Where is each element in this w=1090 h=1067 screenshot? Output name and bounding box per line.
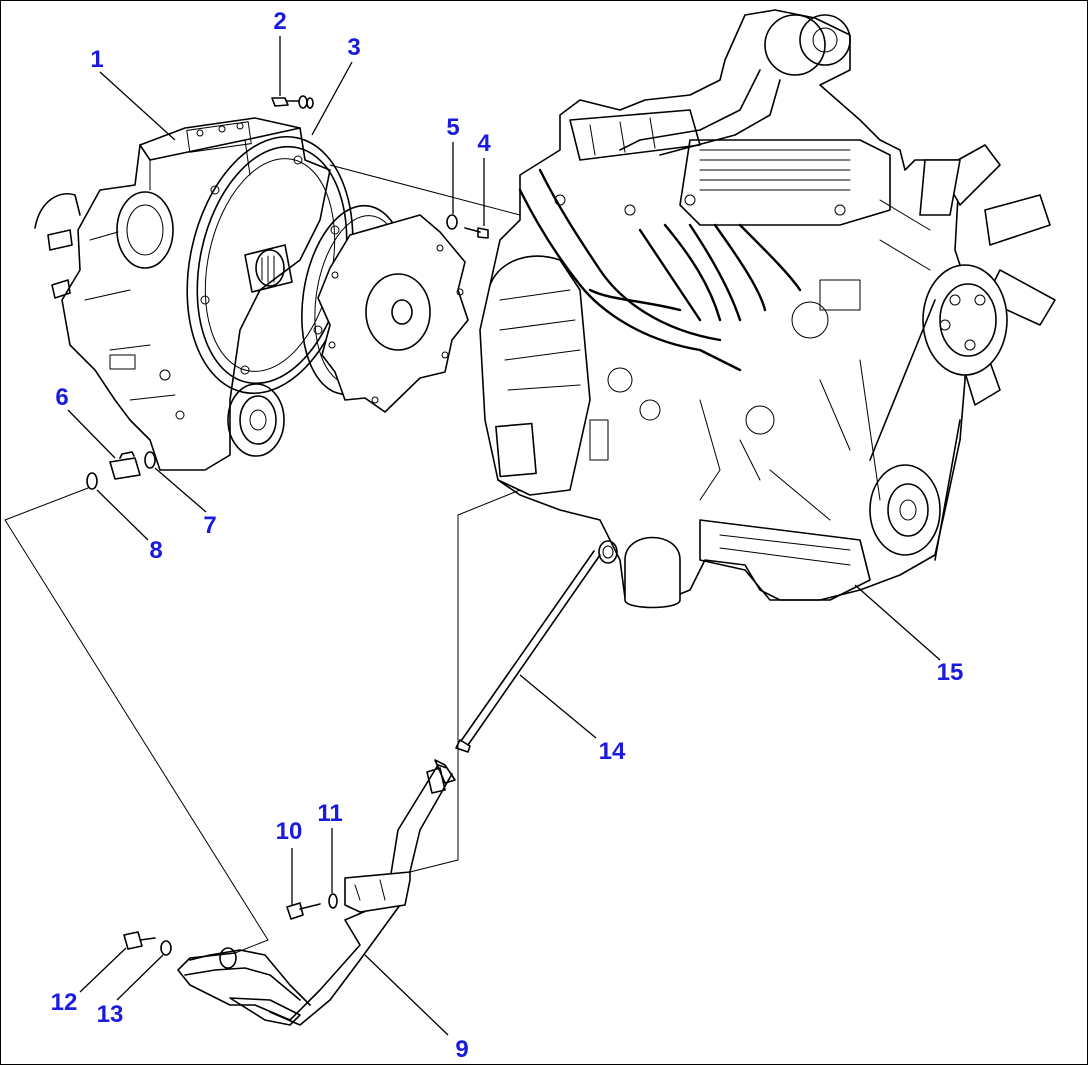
drive-plate-coupling (301, 204, 469, 413)
callout-5: 5 (446, 114, 460, 141)
callout-13: 13 (96, 1001, 124, 1028)
callout-7: 7 (203, 512, 217, 539)
alignment-line-fitting-to-pipe (4, 487, 269, 954)
callout-9: 9 (455, 1036, 469, 1063)
callout-14: 14 (598, 738, 626, 765)
callout-8: 8 (149, 537, 163, 564)
callout-6: 6 (55, 384, 69, 411)
dipstick-tube (455, 540, 618, 753)
alignment-line-engine-to-bracket (409, 489, 521, 873)
transmission-housing (34, 117, 354, 471)
alignment-line-transmission-engine (329, 164, 521, 216)
callout-15: 15 (936, 659, 964, 686)
level-gauge-tube-bracket (177, 759, 456, 1026)
engine-assembly (479, 9, 1056, 609)
callout-10: 10 (275, 818, 303, 845)
callout-1: 1 (90, 46, 104, 73)
bolt-and-washer-10-11 (286, 893, 338, 920)
bolt-and-washer-4-5 (446, 214, 489, 239)
leader-lines (67, 36, 941, 1036)
bolt-and-washer-2-3 (271, 95, 314, 109)
callout-3: 3 (347, 34, 361, 61)
engine-fan (919, 144, 1056, 406)
bolt-and-washer-12-13 (123, 931, 172, 956)
elbow-fitting-6-7-8 (86, 451, 156, 490)
callout-11: 11 (317, 800, 343, 827)
callout-12: 12 (50, 989, 78, 1016)
callout-4: 4 (477, 130, 491, 157)
callout-2: 2 (273, 8, 287, 35)
